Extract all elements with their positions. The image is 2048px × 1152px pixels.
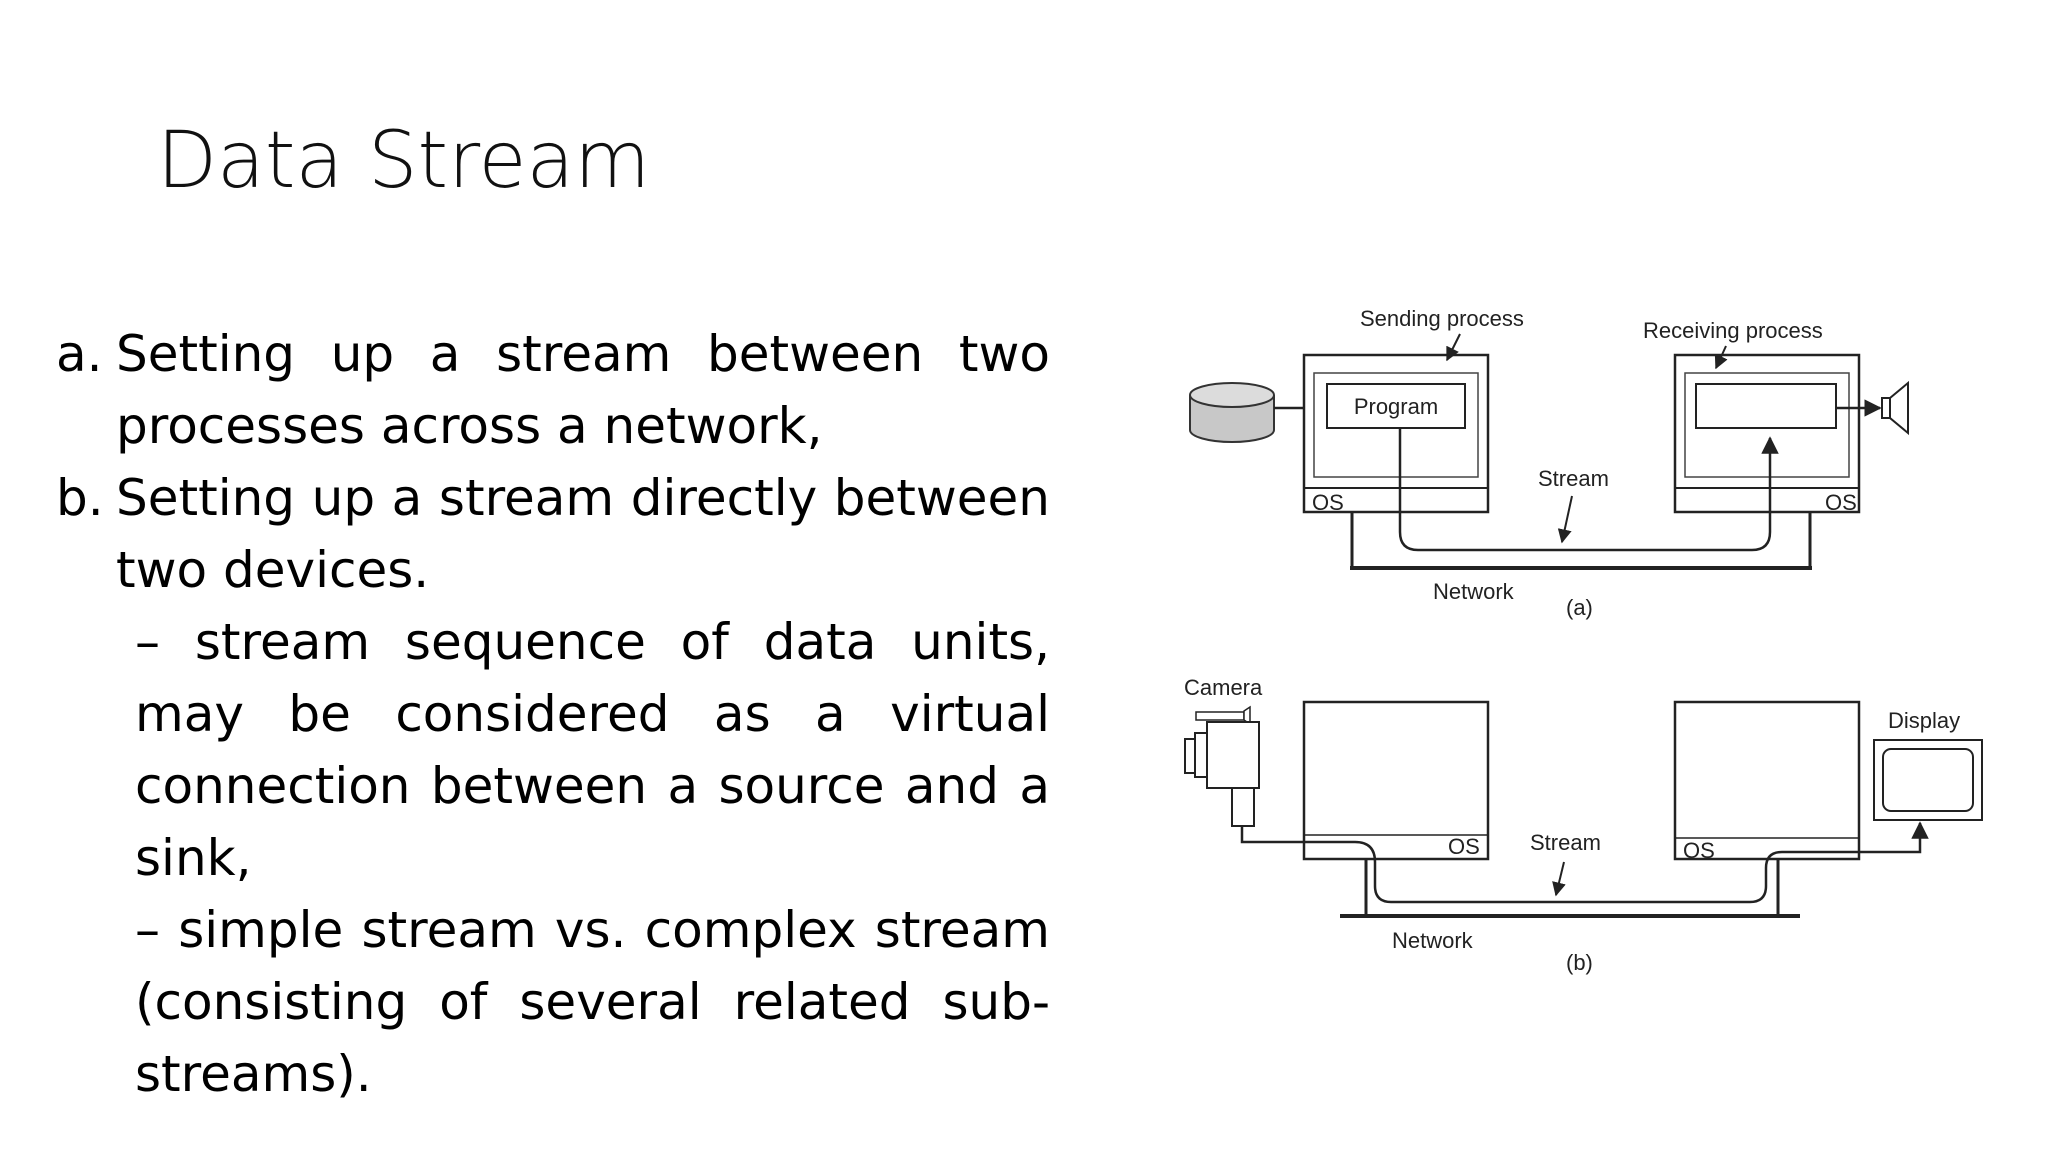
os-label-a-right: OS (1825, 490, 1857, 515)
diagram-b: Camera OS (1184, 675, 1983, 975)
network-label-b: Network (1392, 928, 1474, 953)
sending-device: OS (1302, 700, 1490, 861)
list-item-b-text: Setting up a stream directly between two… (116, 469, 1050, 599)
disk-icon (1189, 382, 1275, 443)
stream-label-a: Stream (1538, 466, 1609, 491)
os-label-b-left: OS (1448, 834, 1480, 859)
caption-b: (b) (1566, 950, 1593, 975)
camera-label: Camera (1184, 675, 1263, 700)
stream-diagram: Program OS OS (1160, 290, 2000, 1010)
program-label: Program (1354, 394, 1438, 419)
sending-host: Program OS (1302, 353, 1490, 515)
sending-process-label: Sending process (1360, 306, 1524, 331)
display-icon (1873, 739, 1983, 821)
network-label-a: Network (1433, 579, 1515, 604)
sub-item-2: – simple stream vs. complex stream (cons… (135, 901, 1050, 1103)
list-item-a-text: Setting up a stream between two processe… (116, 325, 1050, 455)
camera-icon (1184, 705, 1260, 827)
receiving-host: OS (1673, 353, 1861, 515)
os-label-a-left: OS (1312, 490, 1344, 515)
list-marker-a: a. (56, 325, 103, 383)
sub-item-1: – stream sequence of data units, may be … (135, 613, 1050, 887)
receiving-device: OS (1673, 700, 1861, 863)
slide-title: Data Stream (157, 116, 651, 206)
list-marker-b: b. (56, 469, 104, 527)
list-item-b: b. Setting up a stream directly between … (56, 462, 1050, 606)
speaker-icon (1881, 380, 1909, 436)
list-item-a: a. Setting up a stream between two proce… (56, 318, 1050, 462)
caption-a: (a) (1566, 595, 1593, 620)
stream-label-b: Stream (1530, 830, 1601, 855)
receiving-process-label: Receiving process (1643, 318, 1823, 343)
os-label-b-right: OS (1683, 838, 1715, 863)
slide-body: a. Setting up a stream between two proce… (56, 318, 1050, 1110)
display-label: Display (1888, 708, 1960, 733)
diagram-a: Program OS OS (1189, 306, 1909, 620)
